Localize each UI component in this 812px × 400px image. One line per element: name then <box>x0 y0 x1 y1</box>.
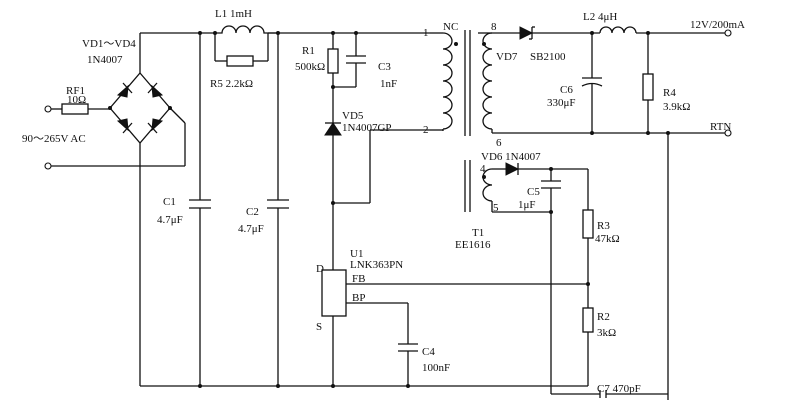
diode-vd2 <box>147 82 164 98</box>
diode-vd5 <box>324 122 342 136</box>
label-vd7-part: SB2100 <box>530 51 566 63</box>
label-pin-s: S <box>316 321 322 333</box>
bias-winding <box>464 160 594 394</box>
label-c2: C2 <box>246 206 259 218</box>
ac-input <box>44 103 186 170</box>
resistor-r4 <box>642 33 654 133</box>
label-r1: R1 <box>302 45 315 57</box>
label-t1: T1 <box>472 227 484 239</box>
diode-vd6 <box>505 162 520 176</box>
label-rf1: RF1 <box>66 85 85 97</box>
label-vd5-part: 1N4007GP <box>342 122 392 134</box>
label-ac-input: 90～265V AC <box>22 133 86 145</box>
label-pin-8: 8 <box>491 21 497 33</box>
label-l1: L1 1mH <box>215 8 252 20</box>
label-c3: C3 <box>378 61 391 73</box>
label-c4: C4 <box>422 346 435 358</box>
label-r2: R2 <box>597 311 610 323</box>
label-c6-value: 330μF <box>547 97 576 109</box>
diode-vd3 <box>116 118 133 134</box>
label-vd6: VD6 1N4007 <box>481 151 541 163</box>
transformer-primary <box>430 30 471 136</box>
label-rtn: RTN <box>710 121 731 133</box>
label-u1-part: LNK363PN <box>350 259 403 271</box>
capacitor-c4 <box>398 343 418 386</box>
label-vd5: VD5 <box>342 110 364 122</box>
label-c1: C1 <box>163 196 176 208</box>
bridge-rectifier <box>108 33 186 386</box>
input-filter <box>140 25 430 67</box>
capacitor-c2 <box>267 33 289 386</box>
label-c1-value: 4.7μF <box>157 214 183 226</box>
label-pin-2: 2 <box>423 124 429 136</box>
label-output-voltage: 12V/200mA <box>690 19 745 31</box>
u1-chip <box>321 269 347 317</box>
label-pin-4: 4 <box>480 163 486 175</box>
resistor-r3 <box>582 169 594 308</box>
snubber <box>324 33 430 258</box>
resistor-r2 <box>582 307 594 386</box>
resistor-r5 <box>226 55 254 67</box>
capacitor-c1 <box>189 33 211 386</box>
label-nc: NC <box>443 21 458 33</box>
resistor-r1 <box>327 48 339 74</box>
label-vd7: VD7 <box>496 51 518 63</box>
label-c3-value: 1nF <box>380 78 397 90</box>
label-r5: R5 2.2kΩ <box>210 78 253 90</box>
capacitor-c5 <box>541 169 561 394</box>
label-r4: R4 <box>663 87 676 99</box>
label-r2-value: 3kΩ <box>597 327 616 339</box>
inductor-l2 <box>599 26 637 34</box>
ground-rail <box>140 384 668 398</box>
labels: L1 1mH R5 2.2kΩ VD1～VD4 1N4007 RF1 10Ω 9… <box>22 8 745 395</box>
label-rf1-value: 10Ω <box>67 94 86 106</box>
label-c6: C6 <box>560 84 573 96</box>
label-l2: L2 4μH <box>583 11 617 23</box>
label-c5: C5 <box>527 186 540 198</box>
label-pin-fb: FB <box>352 273 365 285</box>
capacitor-c6 <box>581 33 603 133</box>
label-c4-value: 100nF <box>422 362 450 374</box>
label-pin-6: 6 <box>496 137 502 149</box>
label-c5-value: 1μF <box>518 199 536 211</box>
label-pin-d: D <box>316 263 324 275</box>
label-r4-value: 3.9kΩ <box>663 101 690 113</box>
label-vd1-vd4-part: 1N4007 <box>87 54 123 66</box>
label-pin-bp: BP <box>352 292 365 304</box>
transformer-secondary <box>478 26 732 400</box>
label-u1: U1 <box>350 248 363 260</box>
inductor-l1 <box>215 25 278 34</box>
label-c7: C7 470pF <box>597 383 641 395</box>
label-t1-part: EE1616 <box>455 239 491 251</box>
label-pin-1: 1 <box>423 27 429 39</box>
label-c2-value: 4.7μF <box>238 223 264 235</box>
diode-vd1 <box>116 82 133 98</box>
controller-u1 <box>321 258 588 386</box>
label-pin-5: 5 <box>493 202 499 214</box>
diode-vd4 <box>147 118 164 134</box>
label-r3-value: 47kΩ <box>595 233 620 245</box>
label-vd1-vd4: VD1～VD4 <box>82 38 136 50</box>
label-r1-value: 500kΩ <box>295 61 325 73</box>
label-r3: R3 <box>597 220 610 232</box>
